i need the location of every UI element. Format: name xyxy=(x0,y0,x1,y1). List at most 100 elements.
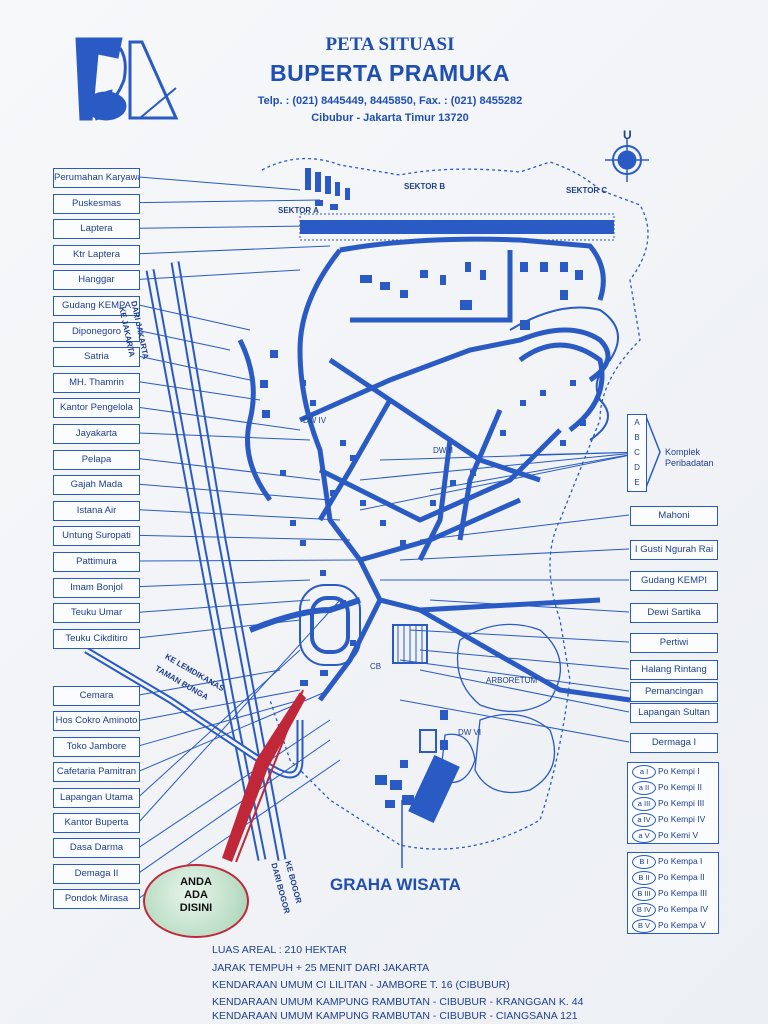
komplek-label-line: Komplek xyxy=(665,447,701,457)
building-block xyxy=(315,200,323,206)
halang-rintang-block xyxy=(392,624,428,664)
building-block xyxy=(520,320,530,330)
leader-line xyxy=(419,514,630,541)
leader-line xyxy=(138,245,331,255)
building-block xyxy=(335,182,340,196)
building-block xyxy=(345,188,350,200)
legend-name: Po Kempa III xyxy=(658,888,708,898)
building-block xyxy=(380,520,386,526)
leader-line xyxy=(138,509,341,521)
right-label-item: Dermaga I xyxy=(630,733,718,753)
left-label-item: Teuku Cikditiro xyxy=(53,628,140,649)
left-label-item: Kantor Buperta xyxy=(53,813,140,833)
compass-north-label: U xyxy=(623,128,632,142)
info-line: LUAS AREAL : 210 HEKTAR xyxy=(212,944,347,956)
left-label-item: Dasa Darma xyxy=(53,838,140,859)
building-block xyxy=(350,455,356,461)
leader-line xyxy=(419,669,630,713)
you-are-here-line: ADA xyxy=(184,889,208,901)
building-block xyxy=(360,500,366,506)
building-block xyxy=(310,400,316,406)
right-label-item: Gudang KEMPI xyxy=(630,571,718,591)
left-label-item: Hos Cokro Aminoto xyxy=(53,711,140,732)
left-leader-lines xyxy=(138,176,361,899)
building-block xyxy=(420,270,428,278)
left-label-item: Untung Suropati xyxy=(53,526,140,547)
left-label-item: Gudang KEMPA xyxy=(53,296,140,316)
right-label-item: Pemancingan xyxy=(630,682,718,702)
leader-line xyxy=(399,699,630,743)
building-block xyxy=(380,282,390,290)
komplek-letter: E xyxy=(634,478,640,487)
you-are-here-pointer xyxy=(222,689,306,863)
building-block xyxy=(260,380,268,388)
building-block xyxy=(520,262,528,272)
info-line: JARAK TEMPUH + 25 MENIT DARI JAKARTA xyxy=(212,962,430,974)
building-block xyxy=(560,262,568,272)
graha-wisata-buildings xyxy=(375,729,460,824)
legend-code: a II xyxy=(632,781,656,795)
leader-line xyxy=(138,689,301,721)
leader-line xyxy=(138,269,301,280)
building-block xyxy=(570,380,576,386)
right-label-item: Mahoni xyxy=(630,506,718,526)
left-label-item: Diponegoro xyxy=(53,321,140,342)
komplek-peribadatan-label: Komplek Peribadatan xyxy=(665,447,714,469)
map-subtitle: BUPERTA PRAMUKA xyxy=(269,60,511,86)
leader-line xyxy=(138,458,321,481)
building-block xyxy=(290,520,296,526)
left-label-item: Imam Bonjol xyxy=(53,577,140,598)
leader-line xyxy=(138,739,331,874)
left-label-item: Laptera xyxy=(53,219,140,240)
leader-line xyxy=(138,406,301,431)
buildings xyxy=(260,168,586,768)
building-block xyxy=(320,570,326,576)
building-block xyxy=(400,760,408,768)
building-block xyxy=(540,262,548,272)
you-are-here-marker: ANDA ADA DISINI xyxy=(143,864,249,938)
building-block xyxy=(360,275,372,283)
legend-code: a V xyxy=(632,829,656,843)
building-block xyxy=(300,540,306,546)
leader-line xyxy=(138,304,251,331)
komplek-letter: B xyxy=(634,433,640,442)
legend-name: Po Kempa II xyxy=(658,872,705,882)
building-block xyxy=(330,204,338,210)
left-label-item: Teuku Umar xyxy=(53,603,140,624)
komplek-letter: C xyxy=(634,448,640,457)
komplek-bracket xyxy=(359,413,661,511)
leader-line xyxy=(138,559,361,562)
leader-line xyxy=(138,619,301,639)
leader-line xyxy=(138,483,331,501)
leader-line xyxy=(399,659,630,692)
leader-line xyxy=(138,599,341,823)
building-block xyxy=(560,440,566,446)
right-label-item: Halang Rintang xyxy=(630,660,718,680)
sector-b-label: SEKTOR B xyxy=(404,182,446,191)
legend-code: B II xyxy=(632,871,656,885)
left-label-item: Hanggar xyxy=(53,270,140,291)
building-block xyxy=(465,262,471,272)
left-label-item: Cafetaria Pamitran xyxy=(53,762,140,783)
leader-line xyxy=(429,599,630,613)
legend-code: a IV xyxy=(632,813,656,827)
lapangan-utama-stadium xyxy=(299,584,361,666)
building-block xyxy=(400,540,406,546)
info-line: KENDARAAN UMUM KAMPUNG RAMBUTAN - CIBUBU… xyxy=(212,996,584,1008)
dw-vi-label: DW VI xyxy=(458,728,482,737)
road-network xyxy=(237,236,631,703)
legend-code: a I xyxy=(632,765,656,779)
building-block xyxy=(300,680,308,686)
komplek-peribadatan-letters: A B C D E xyxy=(627,414,647,492)
legend-code: B I xyxy=(632,855,656,869)
dw-iv-label: DW IV xyxy=(303,416,327,425)
compass-icon xyxy=(605,138,649,182)
left-label-item: Kantor Pengelola xyxy=(53,398,140,419)
